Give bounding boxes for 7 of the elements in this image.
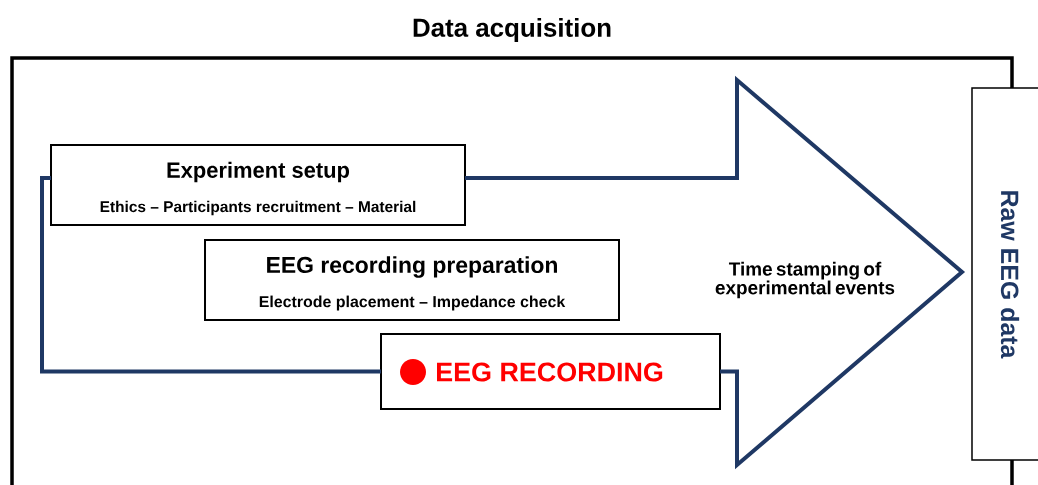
output-box: Raw EEG data (971, 87, 1038, 461)
step-box (380, 333, 721, 410)
step-box: EEG recording preparation Electrode placement – Impedance check (204, 239, 620, 321)
step-label: Time stamping of experimental events (715, 261, 895, 299)
connector-line (40, 176, 381, 374)
step-title: EEG RECORDING (437, 362, 663, 382)
step-box: Experiment setup Ethics – Participants recruitment – Material (50, 144, 466, 226)
